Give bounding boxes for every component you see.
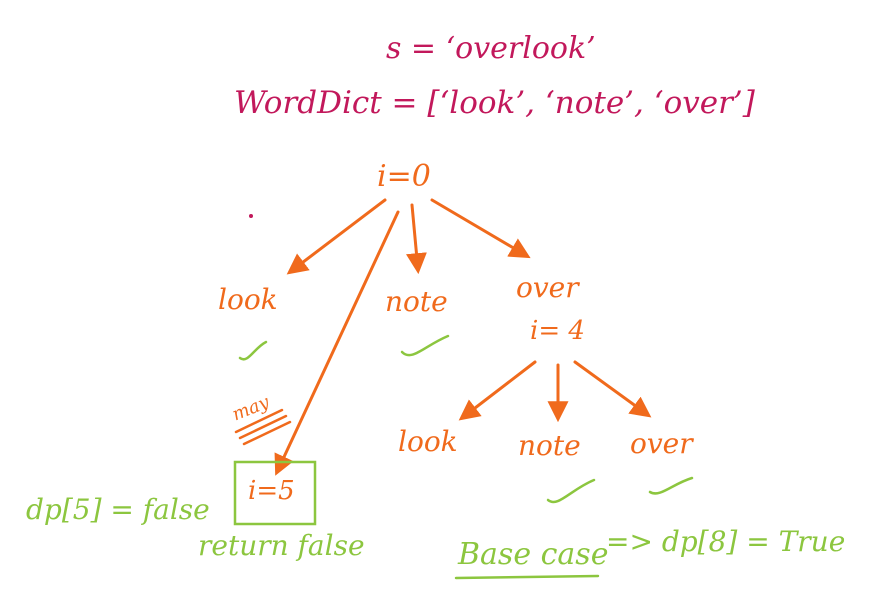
- check-mark: [648, 476, 694, 495]
- base-case-value: => dp[8] = True: [606, 525, 846, 558]
- edge-root-look: [286, 198, 387, 275]
- over-index-label: i= 4: [530, 316, 585, 346]
- index-box: [233, 460, 317, 526]
- base-case-label: Base case: [458, 537, 609, 572]
- side-index-label: i=5: [248, 476, 295, 506]
- node-note-level2: note: [518, 429, 581, 462]
- edge-root-side: [274, 210, 400, 476]
- check-mark: [546, 478, 596, 504]
- dp5-note: dp[5] = false: [26, 493, 210, 526]
- node-look-level2: look: [398, 425, 458, 458]
- scribble-mark: [234, 408, 292, 446]
- edge-over-look: [458, 360, 537, 421]
- edge-root-note: [406, 203, 427, 275]
- string-definition: s = ‘overlook’: [386, 31, 596, 66]
- edge-root-over: [430, 198, 531, 259]
- node-over-level2: over: [630, 427, 693, 460]
- check-mark: [238, 340, 268, 361]
- word-dict-definition: WordDict = [‘look’, ‘note’, ‘over’]: [234, 85, 755, 121]
- root-index-label: i=0: [377, 159, 431, 194]
- stray-dot: [249, 214, 253, 218]
- return-note: return false: [198, 529, 365, 562]
- node-look-level1: look: [218, 283, 278, 316]
- node-over-level1: over: [516, 271, 579, 304]
- check-mark: [400, 334, 450, 357]
- node-note-level1: note: [385, 285, 448, 318]
- edge-over-over: [573, 360, 652, 418]
- base-case-underline: [454, 574, 600, 580]
